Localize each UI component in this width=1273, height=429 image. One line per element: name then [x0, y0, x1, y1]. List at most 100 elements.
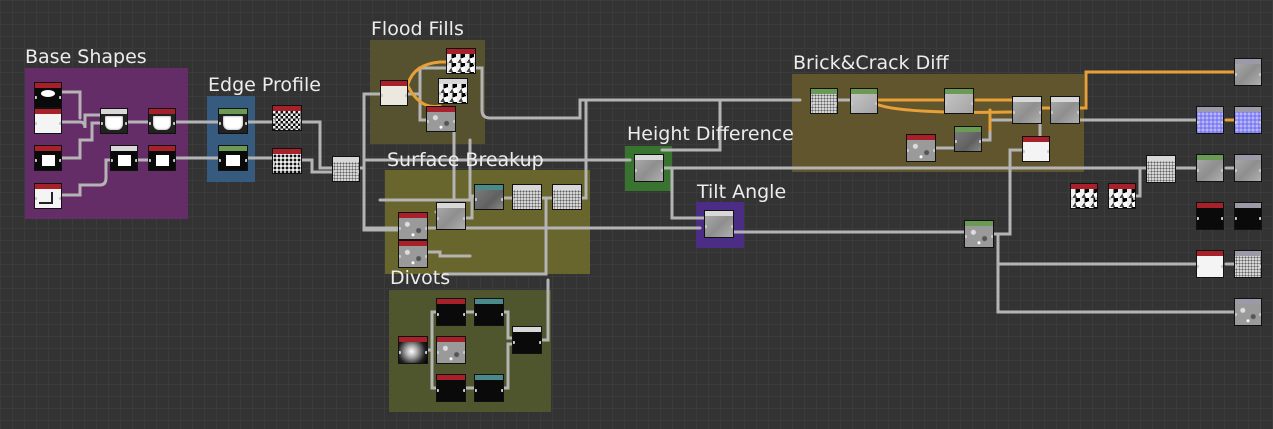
output-port[interactable] — [425, 227, 427, 230]
output-port[interactable] — [453, 120, 455, 123]
input-port[interactable] — [1235, 265, 1237, 268]
input-port[interactable] — [149, 122, 151, 125]
flood-fill-node[interactable] — [438, 78, 468, 104]
output-port[interactable] — [463, 351, 465, 354]
input-port[interactable] — [35, 159, 37, 162]
input-port[interactable] — [439, 92, 441, 95]
output-port[interactable] — [933, 149, 935, 152]
input-port[interactable] — [399, 227, 401, 230]
output-port[interactable] — [135, 159, 137, 162]
output-port[interactable] — [425, 351, 427, 354]
tilt-angle-node[interactable] — [704, 210, 734, 238]
output-port[interactable] — [405, 94, 407, 97]
breakup-node[interactable] — [398, 212, 428, 240]
input-port[interactable] — [273, 119, 275, 122]
base-shape-node[interactable] — [34, 82, 62, 108]
blend-node[interactable] — [964, 220, 994, 248]
output-port[interactable] — [59, 122, 61, 125]
input-port[interactable] — [333, 170, 335, 173]
input-port[interactable] — [1235, 217, 1237, 220]
output-port[interactable] — [125, 122, 127, 125]
output-port[interactable] — [425, 255, 427, 258]
divot-node[interactable] — [474, 374, 504, 402]
output-port[interactable] — [1221, 217, 1223, 220]
output-node[interactable] — [1234, 202, 1262, 230]
input-port[interactable] — [1235, 169, 1237, 172]
transform-node[interactable] — [332, 156, 360, 182]
input-port[interactable] — [427, 120, 429, 123]
input-port[interactable] — [437, 217, 439, 220]
input-port[interactable] — [1109, 197, 1111, 200]
input-port[interactable] — [399, 351, 401, 354]
output-port[interactable] — [1259, 169, 1261, 172]
frame-title[interactable]: Flood Fills — [371, 18, 464, 40]
pattern-node[interactable] — [272, 148, 302, 174]
brick-crack-node[interactable] — [944, 88, 974, 114]
flood-fill-node[interactable] — [446, 48, 476, 74]
output-port[interactable] — [245, 122, 247, 125]
breakup-node[interactable] — [474, 184, 504, 210]
output-port[interactable] — [59, 96, 61, 99]
input-port[interactable] — [399, 255, 401, 258]
output-port[interactable] — [299, 162, 301, 165]
output-node[interactable] — [1196, 250, 1224, 278]
input-port[interactable] — [111, 159, 113, 162]
output-port[interactable] — [465, 92, 467, 95]
input-port[interactable] — [1197, 265, 1199, 268]
output-port[interactable] — [59, 159, 61, 162]
output-port[interactable] — [463, 313, 465, 316]
input-port[interactable] — [273, 162, 275, 165]
frame-title[interactable]: Height Difference — [627, 123, 794, 145]
output-port[interactable] — [1259, 73, 1261, 76]
input-port[interactable] — [35, 197, 37, 200]
output-node[interactable] — [1234, 106, 1262, 134]
input-port[interactable] — [1235, 121, 1237, 124]
output-port[interactable] — [299, 119, 301, 122]
output-port[interactable] — [1039, 111, 1041, 114]
base-shape-node[interactable] — [34, 145, 62, 171]
input-port[interactable] — [1071, 197, 1073, 200]
output-port[interactable] — [173, 122, 175, 125]
breakup-node[interactable] — [512, 184, 542, 210]
brick-crack-node[interactable] — [1022, 136, 1050, 162]
edge-profile-node[interactable] — [218, 145, 248, 171]
base-shape-node[interactable] — [148, 145, 176, 171]
input-port[interactable] — [635, 169, 637, 172]
output-port[interactable] — [731, 225, 733, 228]
output-node[interactable] — [1234, 58, 1262, 86]
frame-title[interactable]: Edge Profile — [208, 74, 321, 96]
brick-crack-node[interactable] — [810, 88, 838, 114]
output-port[interactable] — [1077, 111, 1079, 114]
output-node[interactable] — [1234, 298, 1262, 326]
frame-title[interactable]: Divots — [390, 267, 451, 289]
input-port[interactable] — [447, 62, 449, 65]
input-port[interactable] — [219, 122, 221, 125]
output-port[interactable] — [1095, 197, 1097, 200]
input-port[interactable] — [1051, 111, 1053, 114]
base-shape-node[interactable] — [34, 108, 62, 134]
input-port[interactable] — [219, 159, 221, 162]
input-port[interactable] — [381, 94, 383, 97]
output-port[interactable] — [473, 62, 475, 65]
divot-node[interactable] — [436, 298, 466, 326]
input-port[interactable] — [513, 198, 515, 201]
input-port[interactable] — [513, 341, 515, 344]
frame-title[interactable]: Tilt Angle — [697, 181, 787, 203]
input-port[interactable] — [945, 102, 947, 105]
output-port[interactable] — [1173, 170, 1175, 173]
output-port[interactable] — [1221, 169, 1223, 172]
base-shape-node[interactable] — [100, 108, 128, 134]
input-port[interactable] — [1235, 73, 1237, 76]
output-port[interactable] — [1259, 265, 1261, 268]
output-port[interactable] — [1133, 197, 1135, 200]
input-port[interactable] — [35, 96, 37, 99]
output-port[interactable] — [501, 389, 503, 392]
mask-node[interactable] — [1108, 183, 1136, 209]
output-node[interactable] — [1196, 202, 1224, 230]
output-port[interactable] — [991, 235, 993, 238]
input-port[interactable] — [1013, 111, 1015, 114]
output-port[interactable] — [59, 197, 61, 200]
output-port[interactable] — [875, 102, 877, 105]
output-port[interactable] — [245, 159, 247, 162]
output-port[interactable] — [463, 217, 465, 220]
